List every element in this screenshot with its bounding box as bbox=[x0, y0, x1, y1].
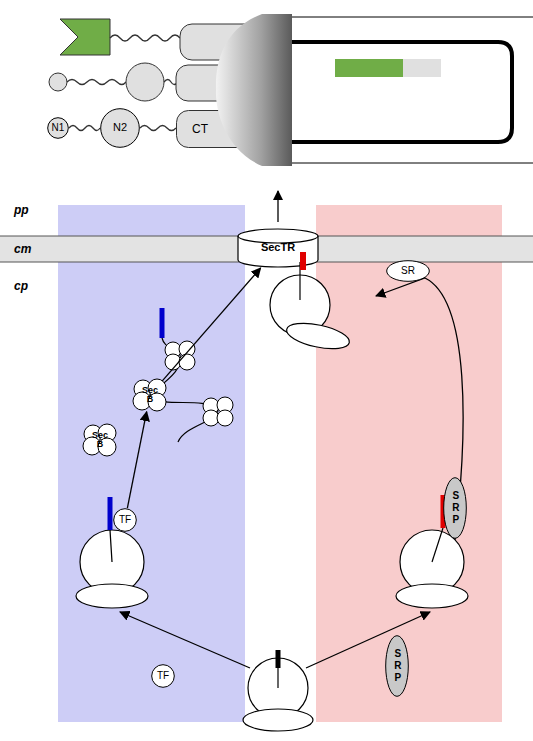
chaperone-circle: TF bbox=[113, 508, 137, 532]
node-label: Sec B bbox=[90, 431, 110, 450]
outline-ellipse bbox=[386, 636, 409, 697]
chaperone-cluster: Sec B bbox=[82, 423, 118, 457]
linker-line bbox=[140, 126, 176, 131]
channel-wall bbox=[286, 17, 533, 18]
linker-line bbox=[110, 35, 180, 41]
region-label: cp bbox=[14, 279, 28, 293]
outline-ellipse bbox=[387, 261, 430, 282]
linker-line bbox=[69, 126, 100, 131]
region-label: cm bbox=[14, 242, 31, 256]
region-label: pp bbox=[14, 203, 29, 217]
nascent-chain bbox=[110, 530, 112, 562]
signal-sequence bbox=[160, 308, 165, 338]
node-label: SRP bbox=[450, 490, 461, 526]
node-label: TF bbox=[157, 671, 169, 682]
ribosome-small bbox=[76, 584, 148, 608]
outline-rect bbox=[177, 111, 266, 148]
chain-loop bbox=[292, 42, 512, 142]
signal-sequence bbox=[276, 650, 281, 668]
ribosome-small bbox=[284, 319, 351, 354]
nascent-chain bbox=[277, 650, 278, 688]
linker-line bbox=[67, 80, 126, 85]
flow-arrow bbox=[127, 412, 146, 509]
node-label: SR bbox=[401, 266, 415, 277]
node-label: N1 bbox=[52, 123, 65, 134]
domain-box bbox=[176, 65, 266, 101]
nascent-chain bbox=[299, 262, 300, 300]
flow-arrow bbox=[161, 268, 260, 382]
domain-circle: N2 bbox=[100, 108, 140, 148]
tag-flag bbox=[60, 19, 110, 55]
channel-wall bbox=[286, 163, 533, 164]
outline-ellipse bbox=[48, 118, 69, 139]
node-label: TF bbox=[119, 515, 131, 526]
blue-panel bbox=[58, 205, 245, 722]
secb-subunit bbox=[179, 354, 195, 370]
domain-box bbox=[180, 24, 270, 60]
pathway-arrow bbox=[306, 612, 430, 668]
nascent-chain bbox=[432, 528, 443, 562]
outline-ellipse bbox=[114, 509, 137, 532]
domain-circle bbox=[126, 63, 164, 101]
node-label: Sec B bbox=[140, 386, 160, 405]
signal-sequence bbox=[108, 497, 113, 530]
translocon-box: SecTR bbox=[237, 228, 319, 268]
domain-box: CT bbox=[176, 110, 266, 148]
node-outline bbox=[176, 110, 266, 148]
ribosome-small bbox=[243, 709, 313, 731]
chaperone-cluster: Sec B bbox=[132, 378, 168, 412]
chaperone-circle: TF bbox=[151, 664, 175, 688]
export-arrow bbox=[277, 191, 278, 222]
node-label: N2 bbox=[113, 122, 127, 134]
secb-cluster bbox=[203, 397, 233, 426]
srp-oval: SRP bbox=[385, 635, 409, 697]
cylinder-top bbox=[238, 229, 318, 243]
domain-circle bbox=[49, 73, 67, 91]
receptor-oval: SR bbox=[386, 260, 430, 282]
node-label: SRP bbox=[392, 648, 403, 684]
outline-ellipse bbox=[101, 109, 140, 148]
secb-subunit bbox=[217, 410, 233, 426]
srp-oval: SRP bbox=[443, 477, 467, 539]
ribosome-small bbox=[396, 584, 468, 608]
gray-segment bbox=[403, 59, 441, 77]
secb-cluster bbox=[165, 341, 195, 370]
green-segment bbox=[335, 59, 403, 77]
outline-ellipse bbox=[152, 665, 175, 688]
node-label: CT bbox=[192, 123, 208, 136]
outline-ellipse bbox=[444, 478, 467, 539]
domain-circle: N1 bbox=[47, 117, 69, 139]
pink-panel bbox=[316, 205, 502, 722]
pathway-arrow bbox=[120, 612, 250, 668]
node-label: SecTR bbox=[261, 242, 295, 254]
